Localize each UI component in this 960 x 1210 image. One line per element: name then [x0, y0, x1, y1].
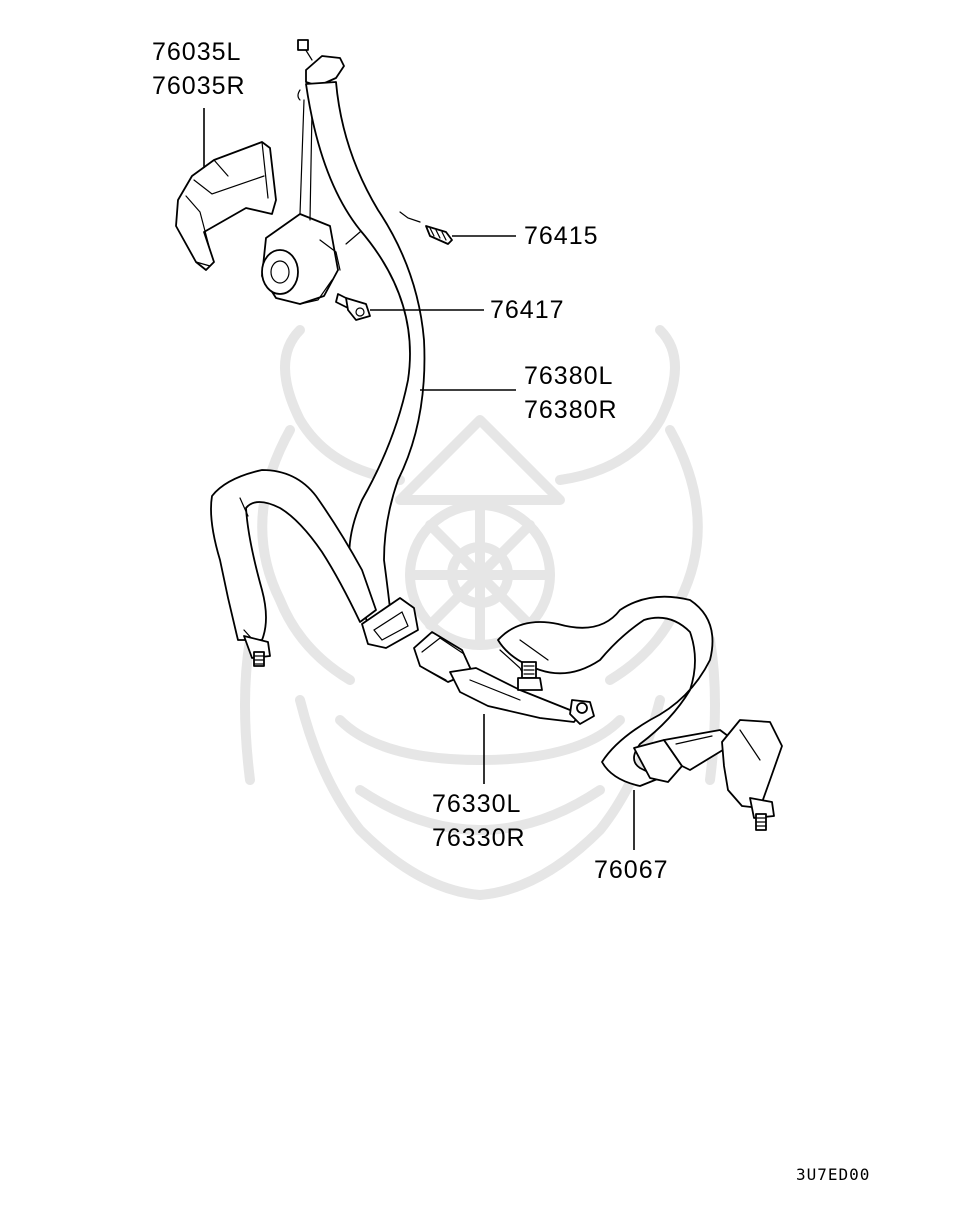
label-76330L: 76330L: [432, 790, 521, 818]
tongue-plate-part: [361, 597, 419, 649]
label-76415: 76415: [524, 222, 599, 250]
bolt-part: [335, 293, 371, 321]
lap-belt-buckle: [633, 719, 783, 809]
label-76067: 76067: [594, 856, 669, 884]
diagram-code: 3U7ED00: [796, 1165, 870, 1184]
part-number-labels: 76035L 76035R 76415 76417 76380L 76380R …: [152, 38, 669, 884]
label-76380R: 76380R: [524, 396, 618, 424]
buckle-part: [413, 631, 581, 723]
buckle-bolt: [569, 699, 595, 725]
label-76380L: 76380L: [524, 362, 613, 390]
retractor-assembly: [261, 99, 341, 305]
shoulder-anchor-part: [297, 39, 345, 101]
label-76330R: 76330R: [432, 824, 526, 852]
retractor-cover-part: [175, 141, 277, 271]
screw-part: [425, 225, 453, 245]
label-76417: 76417: [490, 296, 565, 324]
label-76035L: 76035L: [152, 38, 241, 66]
label-76035R: 76035R: [152, 72, 246, 100]
shoulder-belt-part: [305, 81, 426, 631]
watermark-emblem: [240, 325, 720, 900]
center-bolt: [517, 661, 543, 691]
right-floor-bolt: [749, 797, 775, 831]
leader-lines: [203, 108, 635, 850]
left-floor-bolt: [243, 635, 271, 667]
